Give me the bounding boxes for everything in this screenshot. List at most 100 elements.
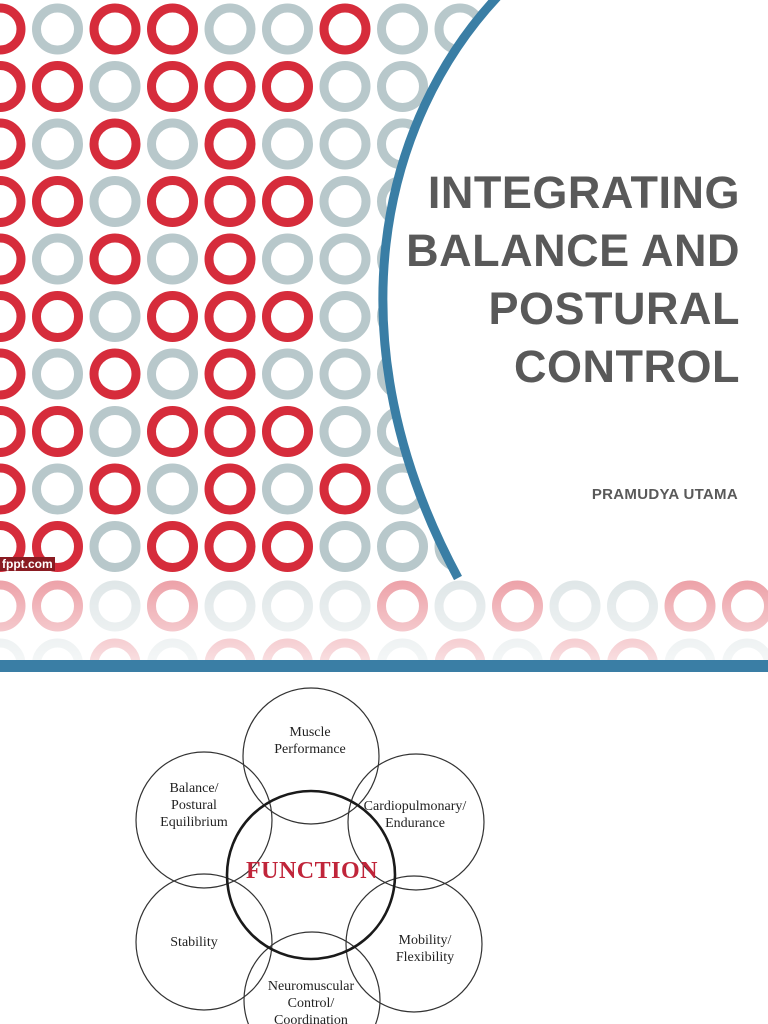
pattern-ring (377, 521, 428, 572)
pattern-ring (89, 233, 141, 285)
pattern-ring (147, 118, 198, 170)
pattern-ring (204, 521, 256, 572)
pattern-ring (204, 3, 256, 55)
pattern-ring (147, 348, 198, 400)
pattern-ring (262, 3, 313, 55)
center-label-function: FUNCTION (245, 858, 378, 884)
pattern-ring (147, 406, 198, 457)
pattern-ring (204, 406, 256, 457)
pattern-ring (32, 118, 83, 170)
circle-function (225, 789, 397, 961)
pattern-ring (204, 463, 256, 515)
circle-stability (135, 873, 273, 1011)
circle-balance (135, 751, 273, 889)
pattern-ring (147, 291, 198, 342)
pattern-ring (262, 521, 313, 572)
pattern-ring (32, 348, 83, 400)
pattern-ring (204, 348, 256, 400)
pattern-ring (32, 463, 83, 515)
pattern-ring (319, 406, 371, 457)
slide-divider (0, 660, 768, 672)
pattern-ring (204, 61, 256, 112)
pattern-ring (434, 406, 486, 457)
pattern-ring (147, 233, 198, 285)
pattern-ring (32, 291, 83, 342)
pattern-ring (89, 463, 141, 515)
pattern-ring (262, 463, 313, 515)
pattern-ring (0, 521, 26, 572)
circle-muscle-performance (242, 687, 380, 825)
pattern-ring (147, 463, 198, 515)
pattern-ring (434, 118, 486, 170)
pattern-ring (262, 348, 313, 400)
circle-neuromuscular (243, 931, 381, 1024)
pattern-ring (89, 176, 141, 227)
pattern-ring (434, 463, 486, 515)
pattern-ring (377, 3, 428, 55)
pattern-ring (319, 463, 371, 515)
pattern-ring (262, 176, 313, 227)
pattern-ring (319, 291, 371, 342)
pattern-ring (204, 176, 256, 227)
title-slide: INTEGRATING BALANCE AND POSTURAL CONTROL… (0, 0, 768, 662)
pattern-ring (0, 291, 26, 342)
pattern-ring (89, 61, 141, 112)
pattern-ring (319, 61, 371, 112)
label-mobility: Mobility/Flexibility (395, 933, 455, 965)
pattern-ring (147, 3, 198, 55)
pattern-ring (319, 521, 371, 572)
ring-pattern-background (0, 0, 768, 662)
author-name: PRAMUDYA UTAMA (591, 486, 738, 503)
pattern-ring (0, 233, 26, 285)
pattern-ring (0, 176, 26, 227)
label-cardiopulmonary: Cardiopulmonary/Endurance (363, 799, 467, 831)
pattern-ring (204, 233, 256, 285)
blue-arc (378, 0, 501, 581)
pattern-ring (262, 406, 313, 457)
pattern-ring (32, 521, 83, 572)
pattern-ring (32, 176, 83, 227)
title-line-1: INTEGRATING (427, 167, 740, 218)
slide-title: INTEGRATING BALANCE AND POSTURAL CONTROL (340, 164, 740, 396)
pattern-ring (89, 3, 141, 55)
venn-diagram (135, 687, 485, 1024)
pattern-ring (319, 118, 371, 170)
pattern-ring (0, 348, 26, 400)
pattern-ring (319, 176, 371, 227)
pattern-ring (204, 118, 256, 170)
pattern-ring (89, 118, 141, 170)
pattern-ring (262, 291, 313, 342)
pattern-ring (319, 3, 371, 55)
pattern-ring (32, 406, 83, 457)
pattern-ring (319, 348, 371, 400)
watermark-logo: fppt.com (0, 557, 55, 571)
pattern-ring (262, 233, 313, 285)
pattern-ring (0, 406, 26, 457)
pattern-ring (147, 521, 198, 572)
pattern-ring (0, 118, 26, 170)
pattern-ring (319, 233, 371, 285)
fade-overlay (0, 578, 768, 662)
pattern-ring (89, 291, 141, 342)
title-line-4: CONTROL (514, 341, 740, 392)
pattern-ring (262, 118, 313, 170)
label-stability: Stability (170, 935, 218, 950)
title-line-3: POSTURAL (488, 283, 740, 334)
pattern-ring (0, 61, 26, 112)
pattern-ring (262, 61, 313, 112)
pattern-ring (32, 61, 83, 112)
title-line-2: BALANCE AND (406, 225, 740, 276)
pattern-ring (0, 463, 26, 515)
circle-cardiopulmonary (347, 753, 485, 891)
pattern-ring (32, 233, 83, 285)
pattern-ring (89, 521, 141, 572)
pattern-ring (0, 3, 26, 55)
pattern-ring (147, 61, 198, 112)
pattern-ring (377, 61, 428, 112)
pattern-ring (147, 176, 198, 227)
pattern-ring (89, 348, 141, 400)
